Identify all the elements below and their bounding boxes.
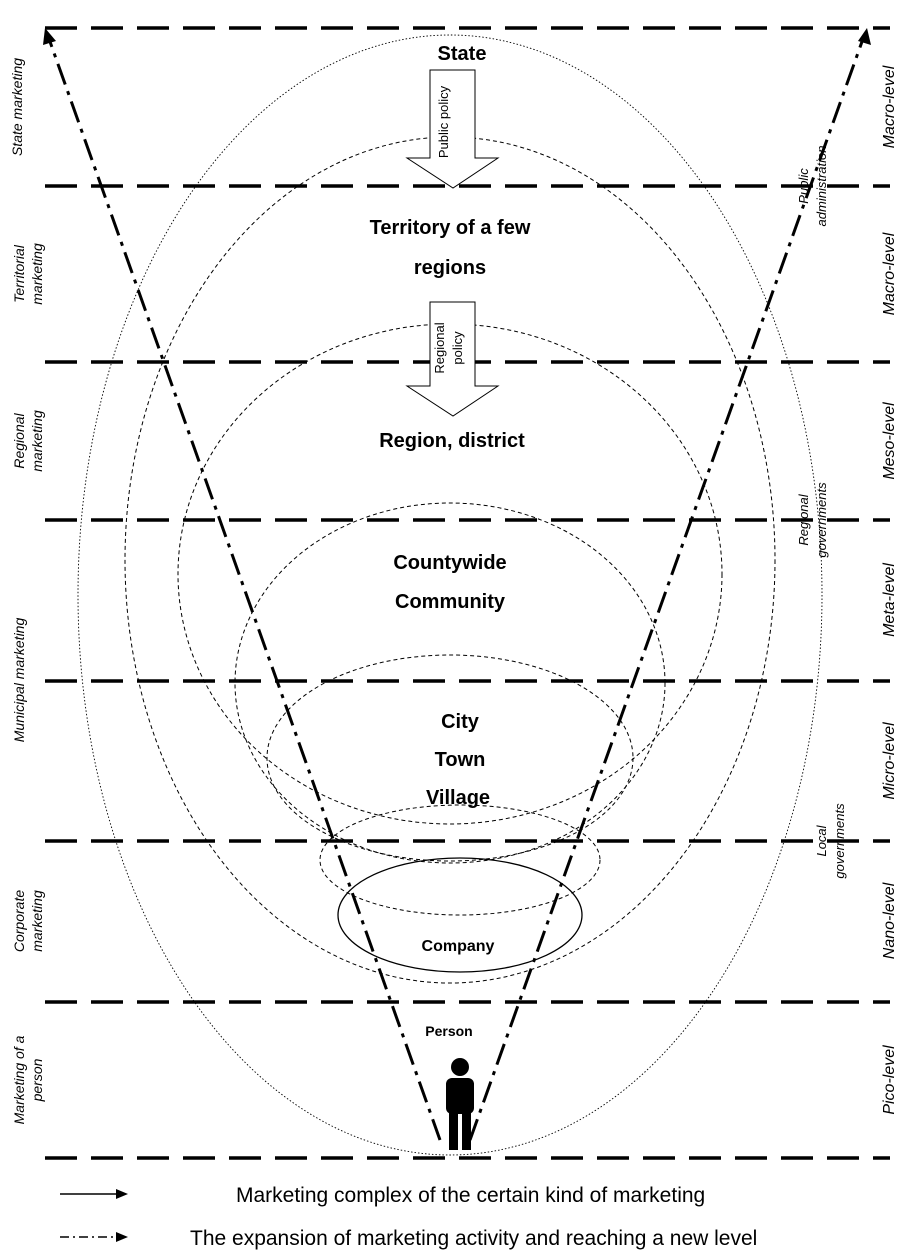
node-company: Company	[422, 938, 495, 955]
ellipse-city	[266, 654, 634, 862]
public-policy-arrow	[405, 69, 500, 189]
label-regional-marketing-line1: Regional	[11, 412, 27, 468]
ellipse-county	[234, 502, 666, 864]
ellipse-corporate-area	[319, 804, 601, 916]
label-macro-level-1: Macro-level	[881, 65, 898, 148]
label-regional-governments-line1: Regional	[796, 493, 811, 545]
ellipse-company	[337, 857, 583, 973]
expansion-arrowheads	[43, 28, 871, 45]
node-state: State	[438, 43, 487, 65]
label-territorial-marketing-line1: Territorial	[11, 244, 27, 303]
label-meta-level: Meta-level	[881, 563, 898, 637]
label-state-marketing: State marketing	[9, 58, 25, 156]
expansion-arrowhead-right	[858, 28, 871, 45]
person-icon	[446, 1058, 474, 1150]
nested-ellipses	[77, 34, 823, 1156]
label-local-governments-line2: governments	[832, 803, 847, 879]
legend-dashdot-arrow-label: The expansion of marketing activity and …	[190, 1227, 757, 1250]
ellipse-territory	[124, 136, 776, 984]
label-micro-level: Micro-level	[881, 722, 898, 800]
regional-policy-label-line1: Regional	[432, 322, 447, 373]
node-countywide-line1: Countywide	[393, 552, 506, 574]
label-nano-level: Nano-level	[881, 882, 898, 959]
label-meso-level: Meso-level	[881, 402, 898, 480]
node-region: Region, district	[379, 430, 525, 452]
expansion-lines	[46, 35, 866, 1141]
node-person: Person	[425, 1023, 472, 1039]
marketing-types-column: State marketing Territorial marketing Re…	[9, 58, 45, 1125]
legend-solid-arrow-icon	[60, 1189, 128, 1199]
public-policy-label: Public policy	[436, 85, 451, 158]
node-territory-line1: Territory of a few	[370, 217, 531, 239]
regional-policy-arrow	[405, 301, 500, 417]
label-corporate-marketing-line2: marketing	[29, 890, 45, 952]
legend: Marketing complex of the certain kind of…	[60, 1184, 757, 1250]
levels-column: Macro-level Macro-level Meso-level Meta-…	[881, 65, 898, 1114]
ellipse-state	[77, 34, 823, 1156]
regional-policy-label-line2: policy	[450, 331, 465, 365]
label-regional-marketing-line2: marketing	[29, 410, 45, 472]
label-person-marketing-line2: person	[29, 1058, 45, 1102]
label-regional-governments-line2: governments	[814, 482, 829, 558]
legend-solid-arrow-label: Marketing complex of the certain kind of…	[236, 1184, 705, 1207]
governance-labels: Public administration Regional governmen…	[796, 146, 847, 879]
label-macro-level-2: Macro-level	[881, 232, 898, 315]
policy-arrows	[405, 69, 500, 417]
node-countywide-line2: Community	[395, 591, 506, 613]
node-territory-line2: regions	[414, 257, 486, 279]
label-local-governments-line1: Local	[814, 824, 829, 856]
node-city: City	[441, 711, 480, 733]
label-municipal-marketing: Municipal marketing	[11, 618, 27, 743]
label-person-marketing-line1: Marketing of a	[11, 1035, 27, 1124]
expansion-arrowhead-left	[43, 28, 56, 45]
expansion-line-left	[46, 35, 442, 1141]
label-public-administration-line1: Public	[796, 168, 811, 204]
node-town: Town	[435, 749, 486, 771]
expansion-line-right	[468, 35, 866, 1141]
label-public-administration-line2: administration	[814, 146, 829, 227]
label-corporate-marketing-line1: Corporate	[11, 890, 27, 952]
node-village: Village	[426, 787, 490, 809]
legend-dashdot-arrow-icon	[60, 1232, 128, 1242]
node-labels: State Territory of a few regions Region,…	[370, 43, 531, 1039]
label-territorial-marketing-line2: marketing	[29, 243, 45, 305]
ellipse-region	[177, 323, 723, 825]
label-pico-level: Pico-level	[881, 1045, 898, 1115]
